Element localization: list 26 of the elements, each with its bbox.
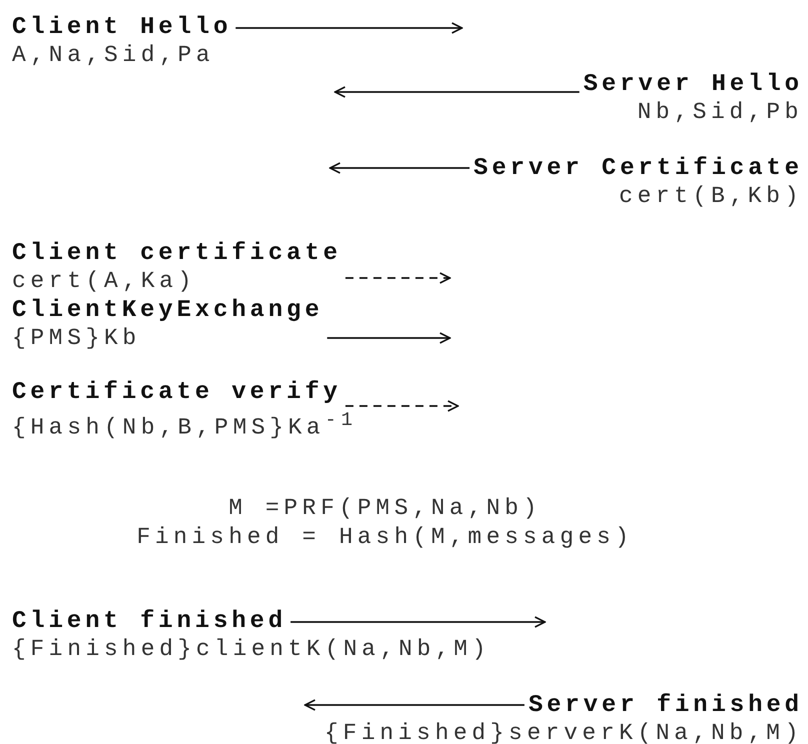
message-arrow (236, 22, 463, 34)
message-content: {Finished}clientK(Na,Nb,M) (12, 635, 490, 663)
message-name: Server finished (528, 692, 803, 719)
message-arrow (345, 400, 459, 412)
message-content: cert(B,Kb) (618, 182, 803, 210)
message-arrow (329, 162, 470, 174)
message-arrow (290, 616, 546, 628)
message-arrow (327, 332, 451, 344)
formula: M =PRF(PMS,Na,Nb) (228, 494, 542, 522)
formula: Finished = Hash(M,messages) (136, 523, 634, 551)
message-content: cert(A,Ka) (12, 267, 198, 295)
message-name: Client finished (12, 608, 287, 635)
message-arrow (345, 272, 451, 284)
message-content: A,Na,Sid,Pa (12, 41, 216, 69)
message-content: {Finished}serverK(Na,Nb,M) (324, 719, 803, 744)
message-arrow (304, 699, 524, 711)
message-name: Certificate verify (12, 379, 342, 406)
message-name: ClientKeyExchange (12, 297, 324, 324)
message-name: Server Hello (583, 71, 803, 98)
message-content: {Hash(Nb,B,PMS}Ka$^{-1}$ (12, 408, 358, 442)
message-name: Client certificate (12, 240, 342, 267)
message-arrow (334, 86, 580, 98)
message-content: {PMS}Kb (12, 324, 142, 352)
message-name: Server Certificate (474, 155, 803, 182)
message-name: Client Hello (12, 14, 232, 41)
message-content: Nb,Sid,Pb (636, 98, 803, 126)
